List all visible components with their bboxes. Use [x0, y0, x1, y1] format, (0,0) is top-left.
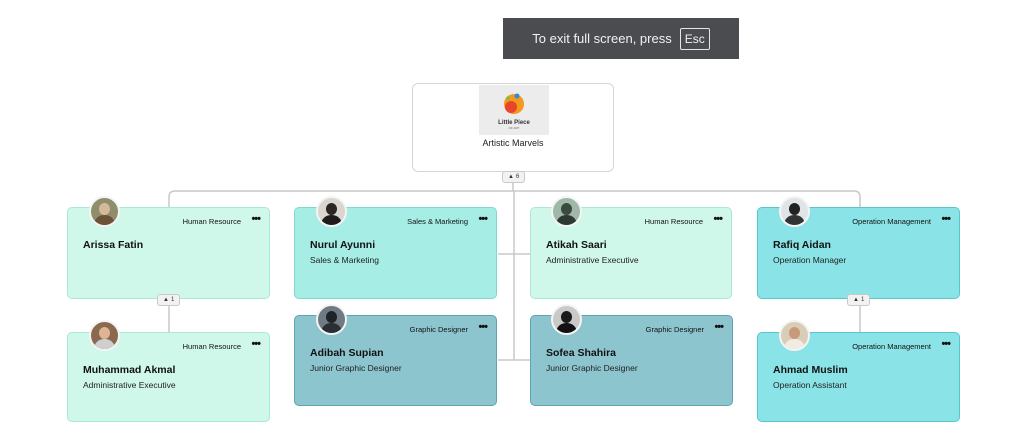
- chevron-up-icon: ▲: [163, 297, 169, 303]
- more-dots-icon[interactable]: •••: [714, 321, 724, 333]
- avatar: [551, 196, 582, 227]
- fullscreen-exit-notice: To exit full screen, press Esc: [503, 18, 739, 59]
- more-dots-icon[interactable]: •••: [713, 213, 723, 225]
- expand-root-toggle[interactable]: ▲ 6: [502, 171, 526, 183]
- avatar: [551, 304, 582, 335]
- person-role: Operation Manager: [773, 255, 847, 265]
- department-label: Human Resource: [182, 217, 241, 226]
- person-role: Junior Graphic Designer: [310, 363, 402, 373]
- person-role: Sales & Marketing: [310, 255, 379, 265]
- avatar: [89, 196, 120, 227]
- department-label: Human Resource: [644, 217, 703, 226]
- avatar: [779, 320, 810, 351]
- more-dots-icon[interactable]: •••: [941, 213, 951, 225]
- department-label: Operation Management: [852, 217, 931, 226]
- person-role: Junior Graphic Designer: [546, 363, 638, 373]
- children-count: 6: [515, 174, 520, 180]
- avatar: [316, 196, 347, 227]
- more-dots-icon[interactable]: •••: [251, 213, 261, 225]
- person-name: Adibah Supian: [310, 347, 384, 359]
- person-name: Sofea Shahira: [546, 347, 617, 359]
- chevron-up-icon: ▲: [508, 174, 514, 180]
- person-role: Administrative Executive: [546, 255, 639, 265]
- expand-rafiq-toggle[interactable]: ▲ 1: [847, 294, 871, 306]
- department-label: Sales & Marketing: [407, 217, 468, 226]
- more-dots-icon[interactable]: •••: [478, 321, 488, 333]
- children-count: 1: [860, 297, 865, 303]
- connector-rafiq: [853, 190, 861, 208]
- children-count: 1: [170, 297, 175, 303]
- avatar: [316, 304, 347, 335]
- person-name: Muhammad Akmal: [83, 364, 176, 376]
- avatar: [89, 320, 120, 351]
- more-dots-icon[interactable]: •••: [251, 338, 261, 350]
- person-name: Arissa Fatin: [83, 239, 144, 251]
- company-logo: Little Piece OF ART: [479, 85, 549, 135]
- person-name: Ahmad Muslim: [773, 364, 848, 376]
- card-ahmad-muslim[interactable]: Operation Management ••• Ahmad Muslim Op…: [757, 332, 960, 422]
- esc-key-badge: Esc: [679, 27, 710, 50]
- more-dots-icon[interactable]: •••: [941, 338, 951, 350]
- root-title: Artistic Marvels: [482, 138, 544, 148]
- department-label: Graphic Designer: [409, 325, 468, 334]
- person-role: Operation Assistant: [773, 380, 847, 390]
- root-node-artistic-marvels[interactable]: Little Piece OF ART Artistic Marvels: [412, 83, 614, 172]
- person-name: Rafiq Aidan: [773, 239, 831, 251]
- department-label: Human Resource: [182, 342, 241, 351]
- logo-subtitle: OF ART: [508, 126, 520, 130]
- person-name: Atikah Saari: [546, 239, 607, 251]
- chevron-up-icon: ▲: [853, 297, 859, 303]
- fullscreen-notice-text: To exit full screen, press: [532, 31, 672, 46]
- department-label: Operation Management: [852, 342, 931, 351]
- person-role: Administrative Executive: [83, 380, 176, 390]
- art-palette-icon: [504, 93, 524, 114]
- avatar: [779, 196, 810, 227]
- expand-arissa-toggle[interactable]: ▲ 1: [157, 294, 181, 306]
- more-dots-icon[interactable]: •••: [478, 213, 488, 225]
- person-name: Nurul Ayunni: [310, 239, 376, 251]
- department-label: Graphic Designer: [645, 325, 704, 334]
- logo-name: Little Piece: [498, 120, 530, 126]
- connector-arissa: [168, 190, 176, 208]
